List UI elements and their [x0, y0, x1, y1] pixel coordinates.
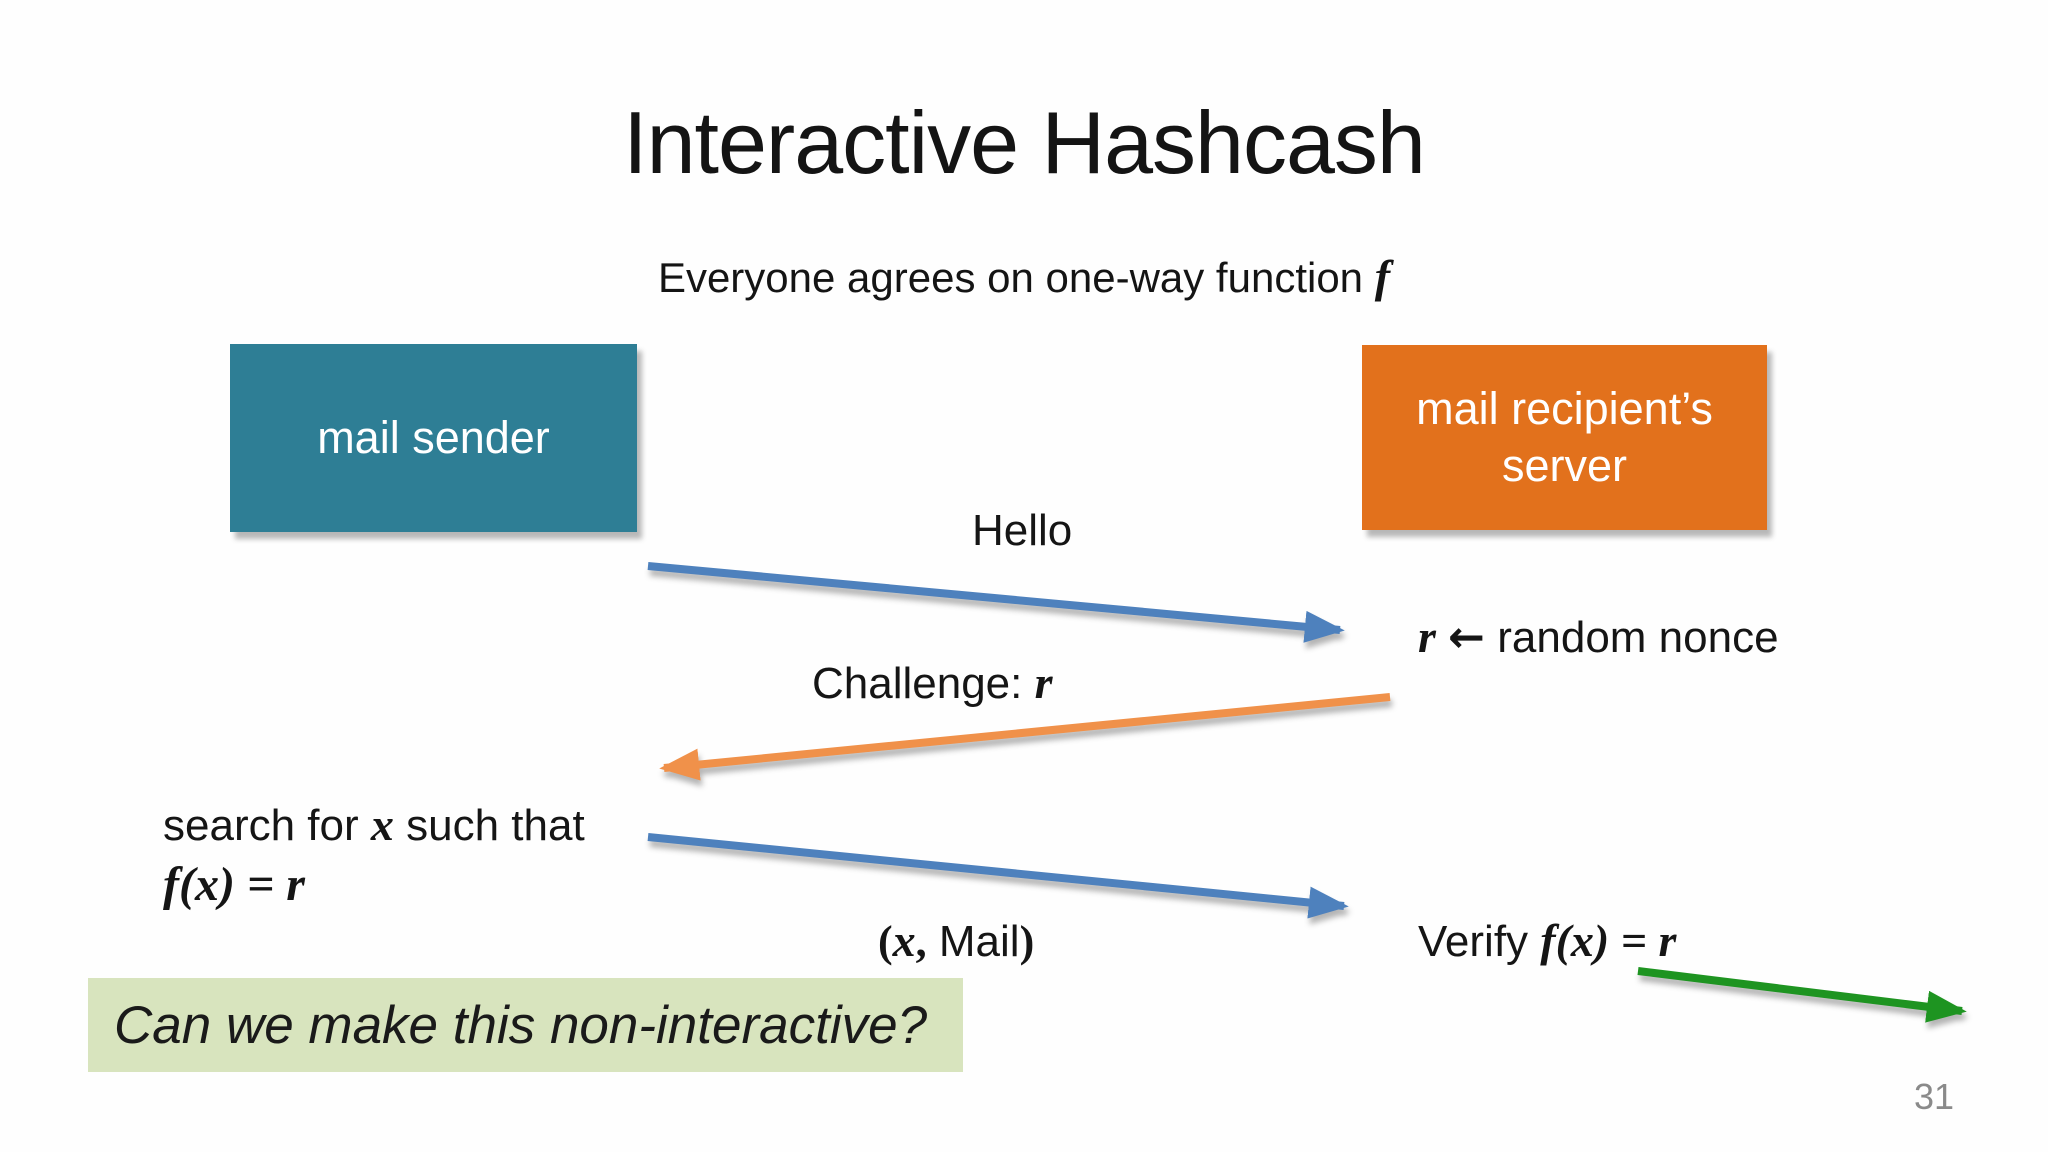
- mail-recipient-label: mail recipient’s server: [1416, 383, 1713, 491]
- search-text-a: search for: [163, 801, 359, 850]
- verify-formula: f(x) = r: [1540, 915, 1677, 966]
- subtitle-math-f: f: [1374, 251, 1391, 302]
- accept-arrow: [1637, 967, 1967, 1023]
- reply-var-x: x: [892, 915, 916, 966]
- mail-sender-box: mail sender: [230, 344, 637, 532]
- verify-text: Verify: [1418, 917, 1529, 966]
- slide-title: Interactive Hashcash: [623, 93, 1426, 192]
- hello-arrow: [647, 562, 1345, 643]
- reply-text: Mail: [938, 917, 1020, 966]
- nonce-label: r ← random nonce: [1418, 610, 1779, 663]
- question-box: Can we make this non-interactive?: [88, 978, 963, 1072]
- mail-recipient-box: mail recipient’s server: [1362, 345, 1767, 530]
- search-label: search for x such that f(x) = r: [163, 798, 585, 912]
- subtitle-text: Everyone agrees on one-way function: [657, 254, 1364, 301]
- reply-arrow: [647, 833, 1349, 919]
- mail-sender-label: mail sender: [317, 411, 550, 463]
- challenge-label: Challenge: r: [812, 656, 1053, 709]
- verify-label: Verify f(x) = r: [1418, 914, 1676, 967]
- challenge-var-r: r: [1034, 657, 1053, 708]
- reply-open-paren: (: [878, 917, 893, 966]
- search-text-b: such that: [406, 801, 585, 850]
- assign-left-arrow-icon: ←: [1448, 612, 1486, 663]
- reply-label: (x, Mail): [878, 914, 1034, 967]
- nonce-text: random nonce: [1497, 613, 1779, 662]
- search-formula: f(x) = r: [163, 858, 305, 911]
- subtitle: Everyone agrees on one-way function f: [0, 250, 2048, 303]
- search-var-x: x: [370, 799, 394, 850]
- question-text: Can we make this non-interactive?: [114, 995, 928, 1055]
- reply-close-paren: ): [1019, 917, 1035, 966]
- nonce-var-r: r: [1418, 611, 1436, 662]
- hello-label: Hello: [972, 506, 1073, 555]
- reply-comma: ,: [915, 917, 927, 966]
- challenge-text: Challenge:: [812, 659, 1023, 708]
- page-number: 31: [1914, 1076, 1955, 1117]
